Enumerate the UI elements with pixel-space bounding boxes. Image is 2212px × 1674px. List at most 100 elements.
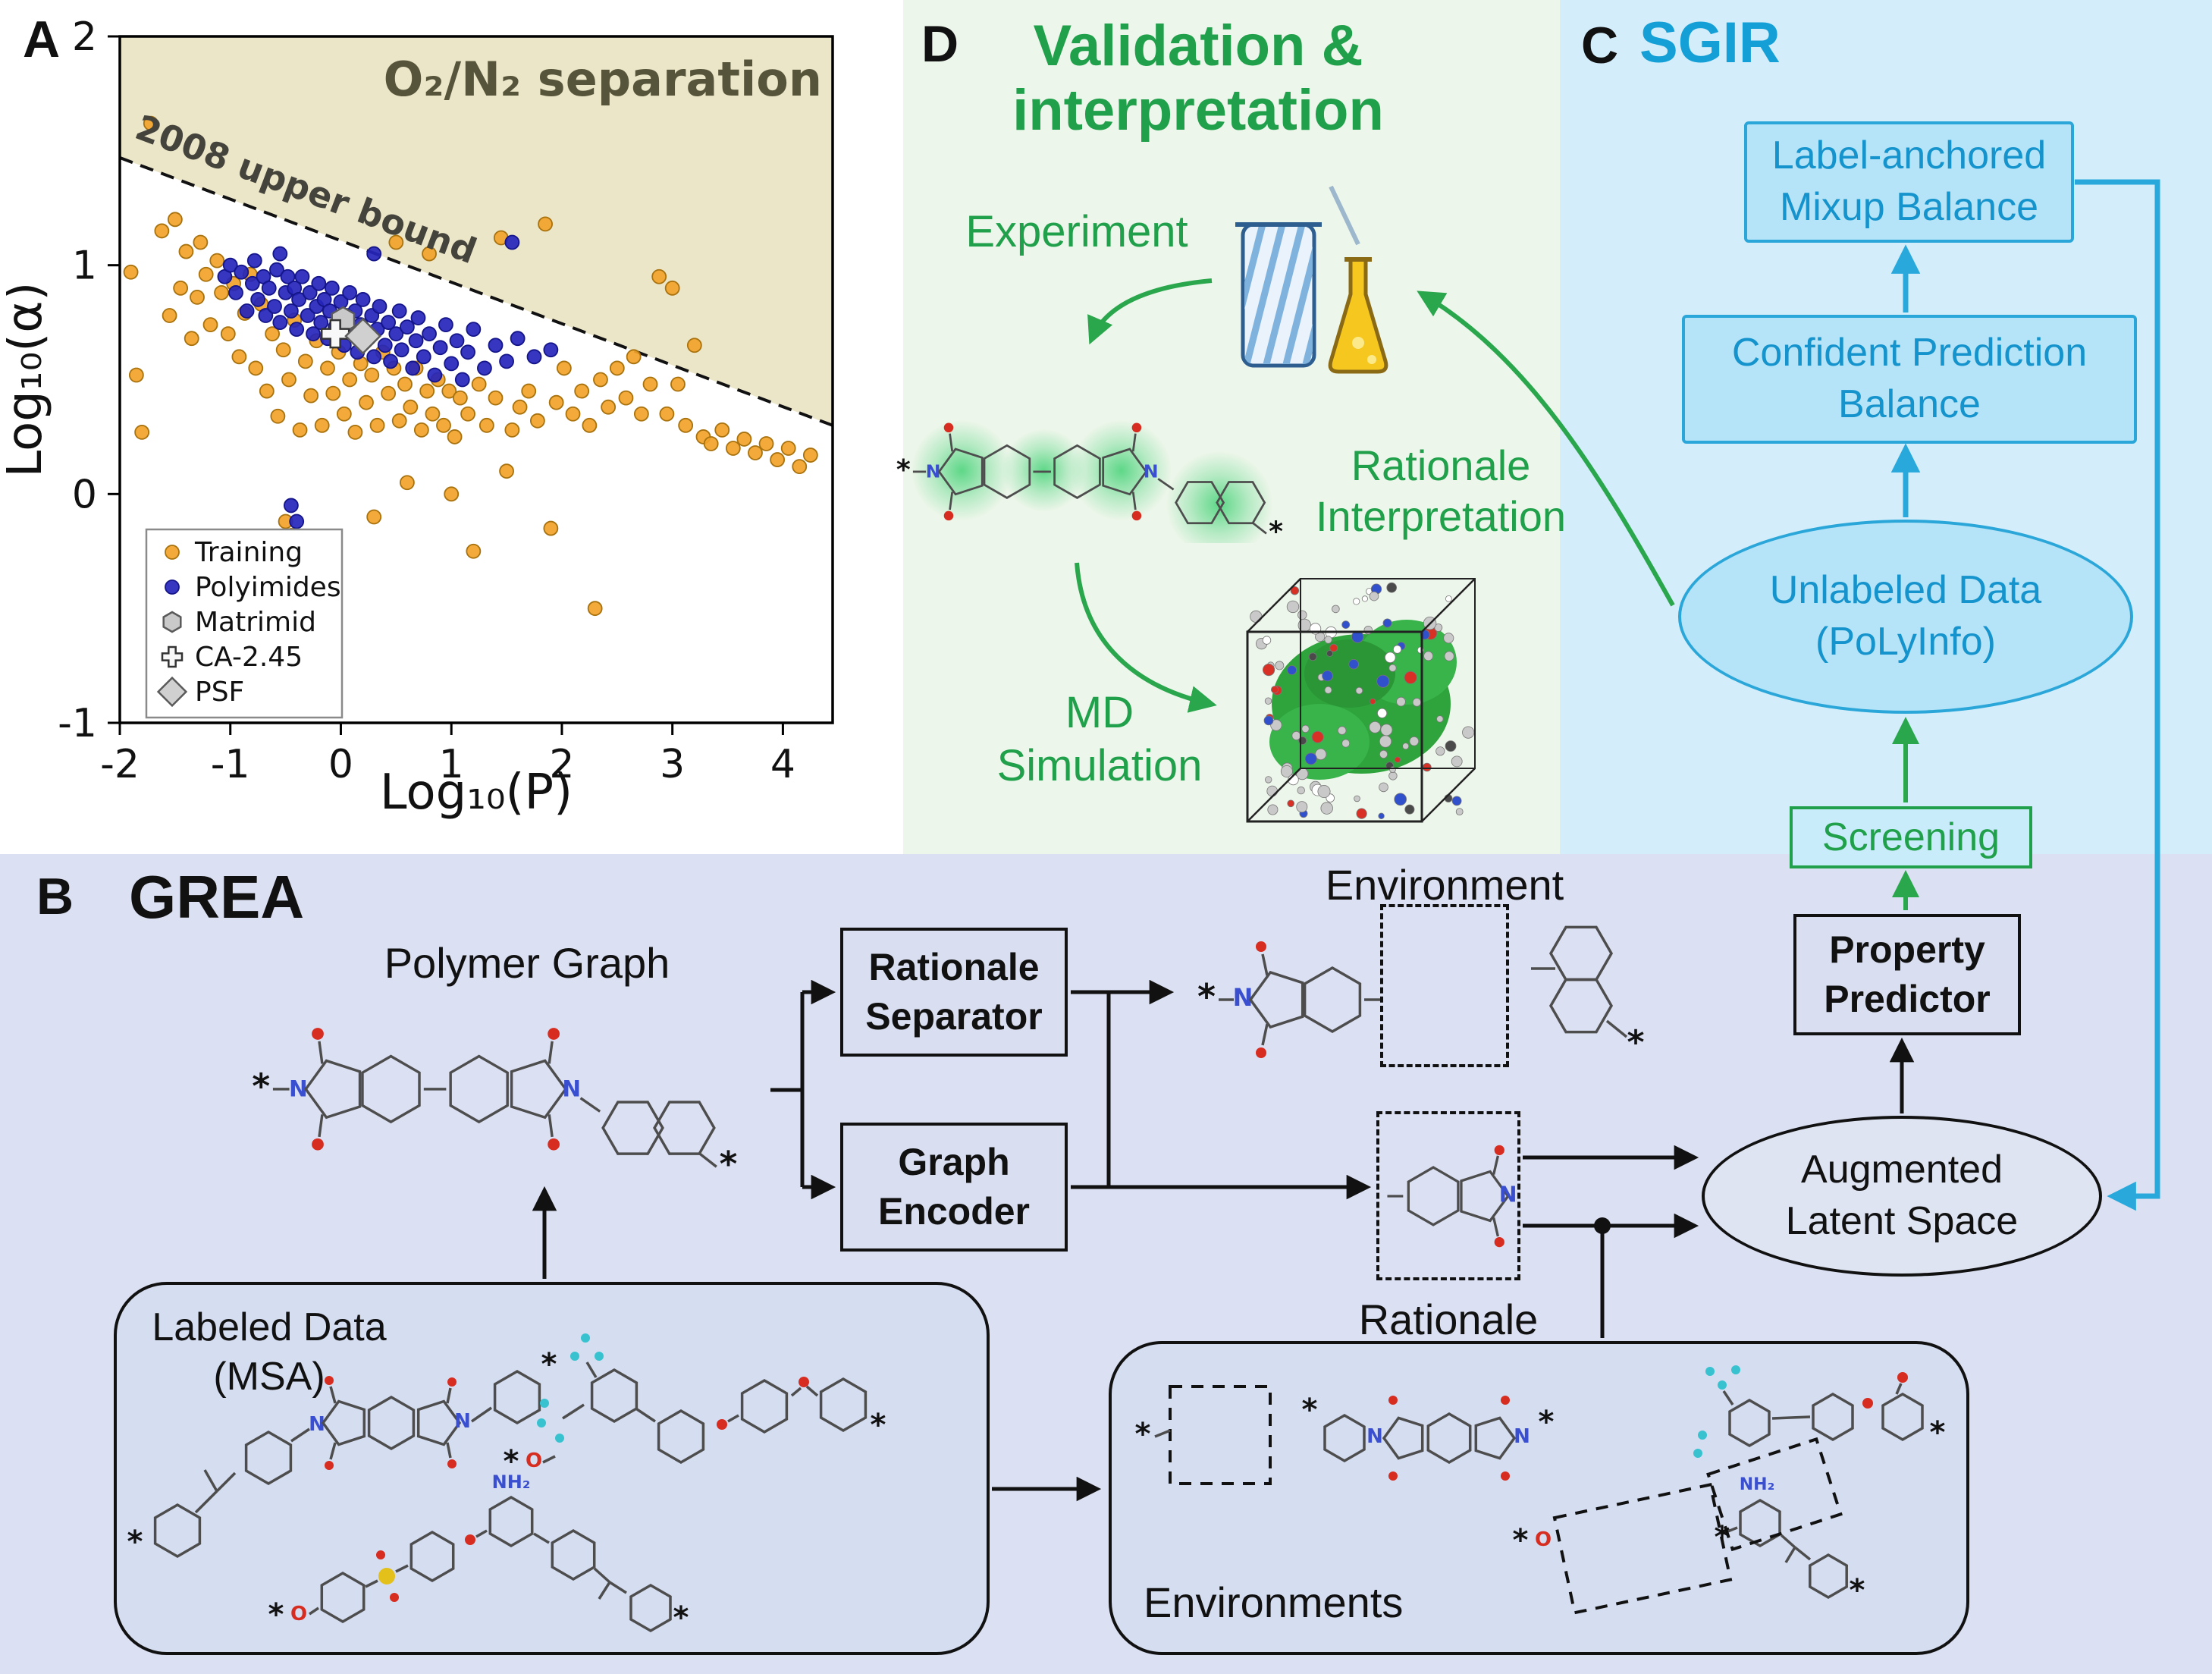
svg-text:4: 4	[770, 742, 795, 787]
svg-text:*: *	[1539, 1405, 1555, 1440]
svg-text:*: *	[1197, 976, 1216, 1017]
svg-text:N: N	[1499, 1182, 1517, 1208]
svg-text:N: N	[926, 461, 941, 482]
rationale-label: Rationale	[1358, 1296, 1539, 1343]
screening-label: Screening	[1821, 815, 2000, 859]
screening-box: Screening	[1790, 806, 2032, 868]
grea-connectors	[532, 979, 1915, 1502]
svg-text:-1: -1	[211, 742, 250, 787]
svg-text:*: *	[1850, 1573, 1865, 1608]
environment-right-molecule: *	[1531, 925, 1645, 1062]
confident-prediction-line: Balance	[1838, 382, 1981, 426]
junction-dot	[1594, 1217, 1611, 1234]
environment-dashed-box	[1380, 904, 1509, 1067]
panel-b-title: GREA	[129, 863, 305, 931]
svg-text:0: 0	[72, 472, 97, 517]
panel-d-title-line: Validation &	[1033, 14, 1363, 78]
svg-text:*: *	[1715, 1520, 1730, 1555]
labeled-data-line: Labeled Data	[152, 1305, 387, 1349]
highlighted-polymer-molecule: * N N *	[896, 419, 1283, 543]
rationale-interpretation-label: Rationale Interpretation	[1289, 440, 1592, 542]
svg-text:Log₁₀(P): Log₁₀(P)	[380, 765, 573, 821]
experiment-apparatus-icon	[1235, 185, 1388, 374]
panel-b-label: B	[36, 868, 74, 925]
svg-text:*: *	[1627, 1023, 1644, 1062]
panel-d-label: D	[921, 15, 959, 73]
svg-text:O: O	[1535, 1528, 1552, 1551]
arrow-experiment-to-molecule	[1087, 278, 1213, 345]
svg-text:2: 2	[549, 742, 574, 787]
svg-text:*: *	[1513, 1523, 1529, 1558]
svg-text:*: *	[252, 1066, 270, 1107]
panel-d-title: Validation & interpretation	[971, 14, 1426, 143]
svg-text:-2: -2	[100, 742, 140, 787]
environment-left-molecule: *N	[1197, 941, 1382, 1058]
graph-encoder-line: Graph	[898, 1141, 1010, 1183]
svg-text:*: *	[541, 1347, 557, 1382]
svg-text:Training: Training	[194, 537, 303, 568]
panel-c-title: SGIR	[1639, 11, 1781, 75]
svg-text:PSF: PSF	[195, 677, 244, 708]
unlabeled-data-ellipse: Unlabeled Data (PoLyInfo)	[1678, 520, 2133, 714]
svg-text:O₂/N₂ separation: O₂/N₂ separation	[384, 52, 822, 107]
svg-text:*: *	[1269, 516, 1283, 543]
unlabeled-data-line: Unlabeled Data	[1769, 568, 2042, 613]
svg-text:1: 1	[439, 742, 464, 787]
svg-text:-1: -1	[58, 701, 97, 746]
svg-text:*: *	[268, 1597, 284, 1632]
md-simulation-line: Simulation	[996, 740, 1203, 790]
augmented-latent-space-ellipse: Augmented Latent Space	[1702, 1116, 2102, 1277]
rationale-separator-line: Separator	[865, 995, 1043, 1038]
rationale-interpretation-line: Rationale	[1351, 441, 1531, 489]
svg-text:N: N	[454, 1410, 471, 1433]
md-simulation-label: MD Simulation	[986, 686, 1213, 792]
property-predictor-line: Property	[1829, 928, 1985, 971]
panel-d-background	[903, 0, 1560, 854]
labeled-data-line: (MSA)	[213, 1355, 325, 1399]
svg-text:N: N	[309, 1413, 325, 1436]
svg-text:2: 2	[72, 14, 97, 60]
svg-text:*: *	[673, 1600, 689, 1635]
svg-text:N: N	[1144, 461, 1159, 482]
confident-prediction-box: Confident Prediction Balance	[1682, 315, 2137, 444]
arrow-molecule-to-md	[1075, 562, 1217, 713]
svg-text:*: *	[504, 1444, 519, 1479]
svg-text:N: N	[562, 1076, 581, 1102]
rationale-molecule: N	[1387, 1145, 1517, 1248]
graph-encoder-line: Encoder	[877, 1190, 1031, 1233]
svg-text:*: *	[1135, 1417, 1151, 1452]
svg-text:*: *	[127, 1525, 143, 1559]
svg-text:3: 3	[660, 742, 685, 787]
labeled-data-label: Labeled Data (MSA)	[148, 1303, 391, 1402]
svg-text:Log₁₀(α): Log₁₀(α)	[6, 282, 53, 478]
environments-box	[1109, 1341, 1969, 1655]
polymer-graph-label: Polymer Graph	[384, 939, 670, 987]
arrow-unlabeled-to-experiment	[1417, 291, 1675, 607]
environments-label: Environments	[1144, 1578, 1404, 1626]
svg-text:N: N	[1514, 1425, 1530, 1448]
rationale-dashed-box	[1376, 1111, 1520, 1280]
panel-d-title-line: interpretation	[1012, 78, 1384, 143]
rationale-separator-box: Rationale Separator	[840, 928, 1068, 1057]
panel-a-label: A	[23, 11, 61, 68]
svg-text:NH₂: NH₂	[1740, 1475, 1774, 1494]
arrow-mixup-to-latent	[2075, 179, 2160, 1211]
augmented-latent-line: Latent Space	[1785, 1199, 2019, 1243]
svg-text:CA-2.45: CA-2.45	[195, 642, 303, 673]
svg-text:*: *	[720, 1144, 738, 1179]
experiment-label: Experiment	[965, 207, 1188, 256]
green-flow-arrows	[1075, 278, 1919, 910]
property-predictor-line: Predictor	[1824, 978, 1991, 1020]
svg-text:*: *	[896, 454, 911, 485]
svg-text:*: *	[1930, 1415, 1946, 1450]
svg-text:NH₂: NH₂	[492, 1471, 531, 1493]
panel-c-label: C	[1581, 17, 1619, 74]
labeled-data-box	[114, 1282, 990, 1655]
mixup-balance-line: Mixup Balance	[1779, 185, 2039, 229]
unlabeled-data-line: (PoLyInfo)	[1815, 620, 1996, 664]
rationale-separator-line: Rationale	[868, 946, 1040, 988]
svg-text:O: O	[290, 1603, 307, 1625]
